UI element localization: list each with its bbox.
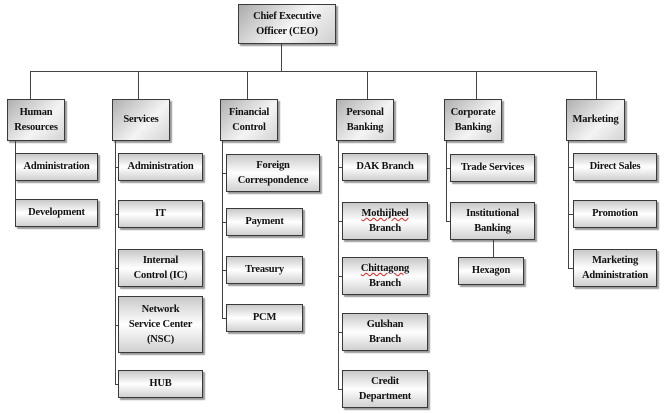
branch-connector [115,384,118,385]
department-box-services: Services [112,99,170,141]
sub-unit-box-treasury-label: Treasury [245,264,284,276]
sub-unit-box-payment-label: Payment [245,216,284,228]
sub-unit-box-internal-control-ic-label: Internal Control (IC) [133,254,188,281]
sub-unit-box-promotion-label: Promotion [592,208,638,220]
sub-unit-box-institutional-banking: Institutional Banking [450,202,535,240]
sub-unit-box-development-label: Development [28,207,85,219]
sub-unit-box-hub-label: HUB [149,378,172,390]
branch-connector [222,318,226,319]
sub-unit-box-network-service-center-nsc: Network Service Center (NSC) [118,296,203,353]
department-box-human-resources-label: Human Resources [14,106,58,133]
spine-personal-banking [338,141,339,389]
sub-unit-box-gulshan-branch-label: Gulshan Branch [366,318,404,345]
spine-financial-control [222,141,223,318]
department-box-financial-control: Financial Control [220,99,278,141]
sub-unit-box-promotion: Promotion [573,200,657,228]
department-drop-financial-control [247,71,248,99]
department-box-corporate-banking-label: Corporate Banking [450,106,496,133]
ceo-label: Chief Executive Officer (CEO) [253,10,321,37]
sub-unit-box-hexagon: Hexagon [458,257,524,285]
sub-unit-box-trade-services-label: Trade Services [460,162,525,174]
sub-unit-box-direct-sales: Direct Sales [573,153,657,181]
sub-unit-box-dak-branch: DAK Branch [342,153,428,181]
branch-connector [568,167,573,168]
branch-connector [446,168,450,169]
sub-unit-box-pcm: PCM [226,304,303,332]
branch-connector [338,276,342,277]
department-box-financial-control-label: Financial Control [228,106,270,133]
branch-connector [115,167,118,168]
department-box-personal-banking-label: Personal Banking [346,106,384,133]
branch-connector [115,268,118,269]
sub-unit-box-foreign-correspondence-label: Foreign Correspondence [237,159,309,186]
department-drop-human-resources [30,71,31,99]
department-box-corporate-banking: Corporate Banking [444,99,502,141]
branch-connector [338,389,342,390]
sub-unit-box-marketing-administration-label: Marketing Administration [581,254,649,281]
sub-unit-box-pcm-label: PCM [252,312,277,324]
spine-corporate-banking [446,141,447,221]
sub-unit-box-chittagong-branch-label: Chittagong Branch [360,262,410,289]
sub-unit-box-administration-label: Administration [23,161,90,173]
sub-unit-box-development: Development [15,199,98,227]
branch-connector [568,268,573,269]
sub-unit-box-institutional-banking-label: Institutional Banking [466,207,519,234]
department-box-marketing-label: Marketing [572,114,619,126]
department-box-personal-banking: Personal Banking [336,99,394,141]
sub-unit-box-administration: Administration [118,153,203,181]
sub-unit-box-it-label: IT [155,208,166,220]
sub-unit-box-direct-sales-label: Direct Sales [589,161,641,173]
department-box-services-label: Services [123,114,159,126]
ceo-connector [281,44,282,71]
sub-unit-box-hexagon-label: Hexagon [471,265,511,277]
sub-unit-box-marketing-administration: Marketing Administration [573,249,657,287]
department-drop-personal-banking [367,71,368,99]
sub-unit-connector [493,240,494,257]
sub-unit-box-dak-branch-label: DAK Branch [356,161,414,173]
sub-unit-box-administration: Administration [15,153,98,181]
branch-connector [338,221,342,222]
sub-unit-box-credit-department-label: Credit Department [358,375,412,402]
sub-unit-box-internal-control-ic: Internal Control (IC) [118,249,203,287]
sub-unit-box-it: IT [118,200,203,228]
department-drop-services [138,71,139,99]
department-bus-line [30,71,597,72]
branch-connector [222,173,226,174]
branch-connector [222,270,226,271]
sub-unit-box-gulshan-branch: Gulshan Branch [342,313,428,351]
branch-connector [338,167,342,168]
branch-connector [568,214,573,215]
sub-unit-box-credit-department: Credit Department [342,370,428,408]
sub-unit-box-mothijheel-branch: Mothijheel Branch [342,202,428,240]
sub-unit-box-chittagong-branch: Chittagong Branch [342,257,428,295]
department-box-human-resources: Human Resources [7,99,65,141]
sub-unit-box-network-service-center-nsc-label: Network Service Center (NSC) [128,303,193,346]
branch-connector [222,222,226,223]
branch-connector [446,221,450,222]
sub-unit-box-mothijheel-branch-label: Mothijheel Branch [361,207,409,234]
department-drop-marketing [596,71,597,99]
sub-unit-box-administration-label: Administration [127,161,194,173]
sub-unit-box-treasury: Treasury [226,256,303,284]
spine-services [115,141,116,384]
sub-unit-box-trade-services: Trade Services [450,154,535,182]
department-box-marketing: Marketing [566,99,625,141]
branch-connector [115,214,118,215]
department-drop-corporate-banking [476,71,477,99]
branch-connector [115,325,118,326]
sub-unit-box-foreign-correspondence: Foreign Correspondence [226,154,320,192]
sub-unit-box-hub: HUB [118,370,203,398]
branch-connector [338,332,342,333]
sub-unit-box-payment: Payment [226,208,303,236]
ceo-box: Chief Executive Officer (CEO) [238,4,336,44]
spine-marketing [568,141,569,268]
